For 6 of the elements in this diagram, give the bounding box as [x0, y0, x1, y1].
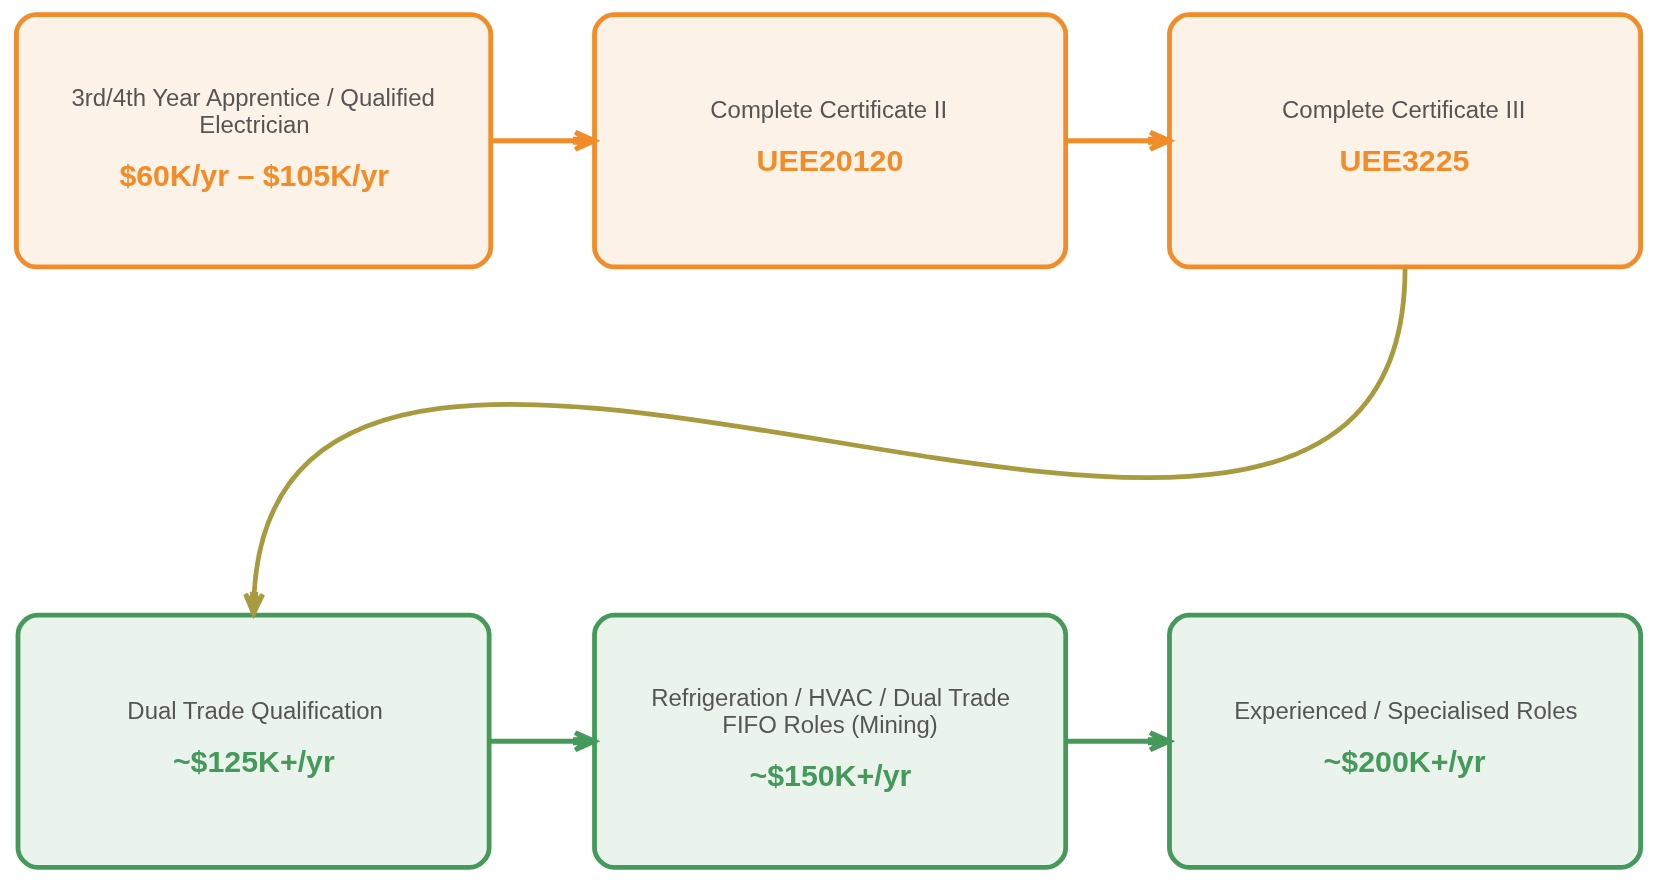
node-box: Experienced / Specialised Roles ~$200K+/yr — [1166, 612, 1643, 870]
node-box: Dual Trade Qualification ~$125K+/yr — [15, 612, 491, 870]
node-box: Refrigeration / HVAC / Dual Trade FIFO Roles (Mining) ~$150K+/yr — [591, 612, 1068, 870]
node-box: Complete Certificate III UEE3225 — [1166, 12, 1643, 270]
node-box: 3rd/4th Year Apprentice / Qualified Electrician $60K/yr – $105K/yr — [13, 12, 493, 270]
node-box: Complete Certificate II UEE20120 — [591, 12, 1068, 270]
